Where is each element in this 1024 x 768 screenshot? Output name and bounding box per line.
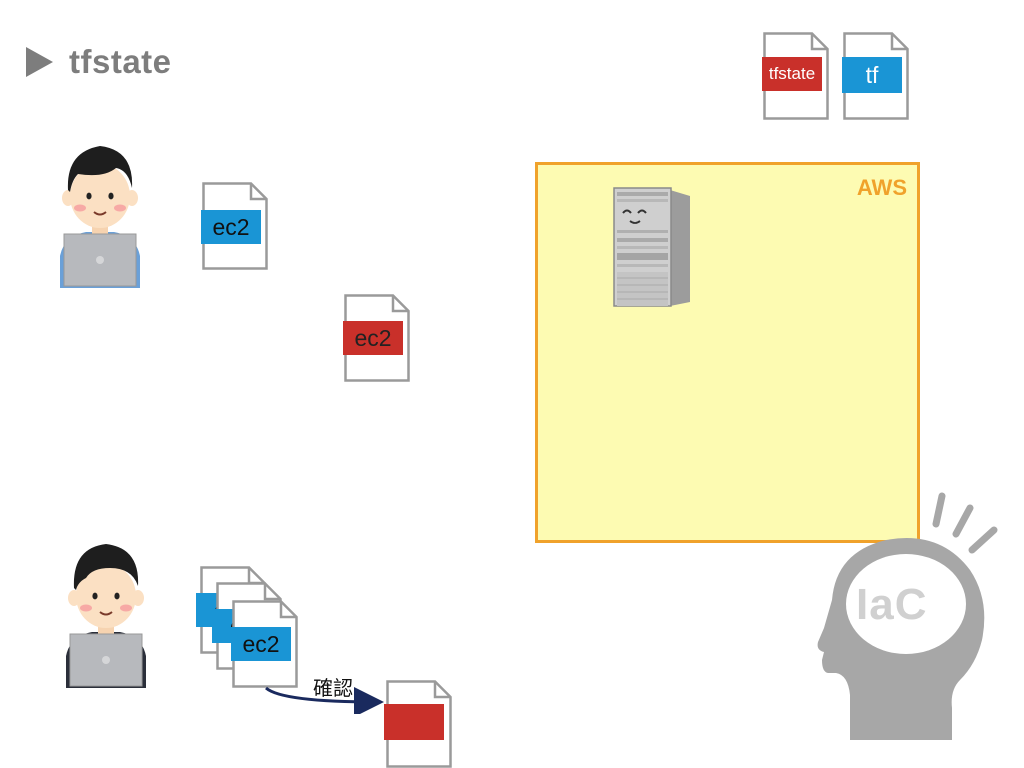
slide-title: tfstate xyxy=(69,43,172,80)
iac-head-icon xyxy=(817,492,998,740)
server-icon xyxy=(613,187,690,307)
ec2-tf-doc: ec2 xyxy=(201,182,268,270)
legend-tf-doc: tf xyxy=(842,32,909,120)
ec2-tfstate-tag: ec2 xyxy=(343,321,403,355)
developer-1-icon xyxy=(60,146,140,288)
ec2-tfstate-doc: ec2 xyxy=(343,294,410,382)
stacked-doc-front: ec2 xyxy=(231,600,298,688)
aws-cloud-box: AWS xyxy=(535,162,920,543)
stacked-doc-front-tag: ec2 xyxy=(231,627,291,661)
slide-title-row: tfstate xyxy=(26,42,172,82)
legend-tfstate-tag: tfstate xyxy=(762,57,822,91)
ec2-tf-tag: ec2 xyxy=(201,210,261,244)
legend-tf-tag: tf xyxy=(842,57,902,93)
play-icon xyxy=(26,47,53,77)
tfstate-result-tag xyxy=(384,704,444,740)
developer-2-icon xyxy=(66,544,146,688)
confirm-arrow xyxy=(265,686,384,714)
aws-label: AWS xyxy=(856,175,907,200)
iac-label: IaC xyxy=(856,580,928,629)
confirm-label: 確認 xyxy=(313,676,353,700)
tfstate-result-doc xyxy=(384,680,452,768)
legend-tfstate-doc: tfstate xyxy=(762,32,829,120)
